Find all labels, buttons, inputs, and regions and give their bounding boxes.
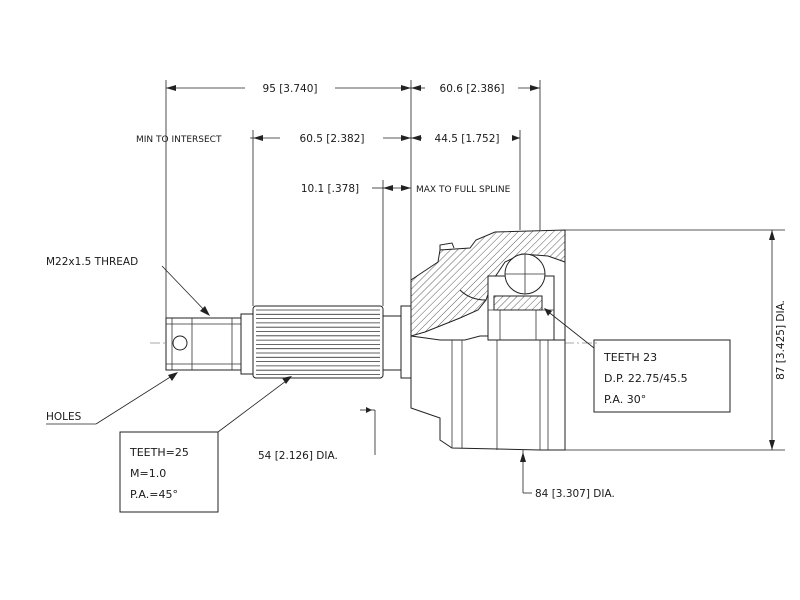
thread-callout: M22x1.5 THREAD bbox=[46, 256, 138, 268]
dim-95-label: 95 [3.740] bbox=[263, 83, 318, 95]
dim-54-leader bbox=[360, 407, 376, 455]
holes-leader bbox=[46, 372, 178, 425]
dim-87-label: 87 [3.425] DIA. bbox=[775, 300, 787, 380]
dim-spline bbox=[372, 185, 411, 191]
outer-pressure-angle: P.A.=45° bbox=[130, 488, 178, 501]
inner-teeth: TEETH 23 bbox=[603, 351, 657, 364]
dim-84-label: 84 [3.307] DIA. bbox=[535, 488, 615, 500]
dim-60-6-label: 60.6 [2.386] bbox=[440, 83, 505, 95]
inner-pressure-angle: P.A. 30° bbox=[604, 393, 646, 406]
inner-spline-spec-box bbox=[544, 308, 731, 413]
dim-60-5-label: 60.5 [2.382] bbox=[300, 133, 365, 145]
inner-diametral-pitch: D.P. 22.75/45.5 bbox=[604, 372, 688, 385]
joint-housing bbox=[410, 229, 566, 451]
thread-leader bbox=[161, 265, 210, 316]
dim-10-1-label: 10.1 [.378] bbox=[301, 183, 359, 195]
dim-87 bbox=[769, 230, 775, 450]
threaded-stub bbox=[165, 313, 254, 375]
cotter-hole bbox=[172, 335, 188, 351]
dim-intersect bbox=[250, 135, 520, 141]
splined-shaft bbox=[252, 305, 412, 379]
min-to-intersect-label: MIN TO INTERSECT bbox=[136, 135, 222, 145]
holes-callout: HOLES bbox=[46, 411, 82, 423]
outer-teeth: TEETH=25 bbox=[129, 446, 189, 459]
max-to-full-spline-label: MAX TO FULL SPLINE bbox=[416, 185, 511, 195]
outer-spline-spec-box bbox=[119, 376, 292, 513]
dim-44-5-label: 44.5 [1.752] bbox=[435, 133, 500, 145]
dim-84-leader bbox=[520, 450, 532, 494]
outer-module: M=1.0 bbox=[130, 467, 166, 480]
dim-overall bbox=[166, 85, 540, 91]
witness-lines bbox=[165, 80, 785, 451]
dim-54-label: 54 [2.126] DIA. bbox=[258, 450, 338, 462]
